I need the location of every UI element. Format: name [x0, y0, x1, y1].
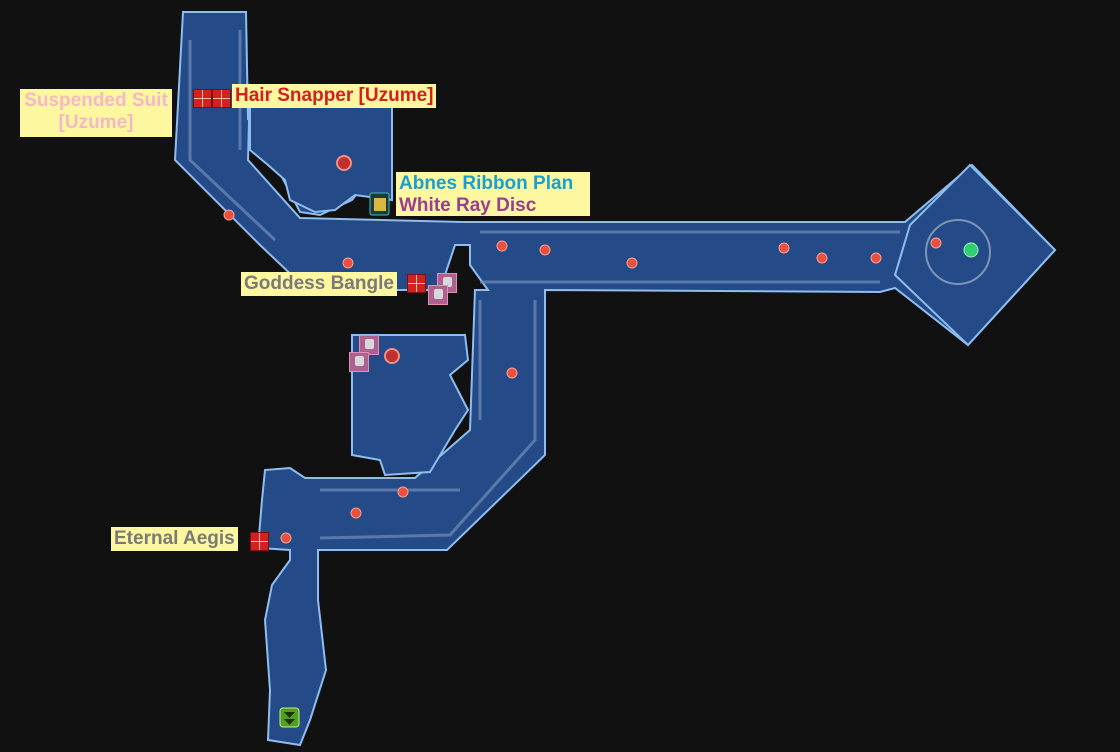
enemy-dots — [223, 209, 942, 544]
map-area-north-room — [249, 86, 393, 214]
save-circle — [925, 219, 991, 285]
boss-marker-icon[interactable] — [384, 348, 400, 364]
plan-icon[interactable] — [369, 192, 390, 216]
label-plan-and-disc: Abnes Ribbon Plan White Ray Disc — [396, 172, 590, 216]
treasure-chest-icon[interactable] — [212, 89, 231, 108]
map-area-central-room — [351, 334, 470, 477]
enemy-dot[interactable] — [397, 486, 409, 498]
enemy-dot[interactable] — [930, 237, 942, 249]
enemy-marker-icon[interactable] — [349, 352, 369, 372]
treasure-chest-icon[interactable] — [407, 274, 426, 293]
enemy-marker-icon[interactable] — [428, 285, 448, 305]
enemy-marker-icon[interactable] — [359, 335, 379, 355]
label-suspended-suit-name: Suspended Suit — [24, 90, 168, 111]
enemy-dot[interactable] — [223, 209, 235, 221]
label-goddess-bangle: Goddess Bangle — [241, 272, 397, 296]
enemy-dot[interactable] — [342, 257, 354, 269]
enemy-dot[interactable] — [350, 507, 362, 519]
label-suspended-suit: Suspended Suit [Uzume] — [20, 89, 172, 137]
boss-marker-icon[interactable] — [336, 155, 352, 171]
save-point-icon[interactable] — [963, 242, 979, 258]
exit-arrow-icon[interactable] — [279, 707, 300, 728]
enemy-dot[interactable] — [496, 240, 508, 252]
label-white-ray-disc: White Ray Disc — [399, 195, 537, 216]
label-hair-snapper: Hair Snapper [Uzume] — [232, 84, 437, 108]
label-abnes-ribbon-plan: Abnes Ribbon Plan — [399, 173, 574, 194]
enemy-dot[interactable] — [280, 532, 292, 544]
enemy-dot[interactable] — [626, 257, 638, 269]
enemy-dot[interactable] — [870, 252, 882, 264]
enemy-dot[interactable] — [506, 367, 518, 379]
label-eternal-aegis: Eternal Aegis — [111, 527, 238, 551]
label-suspended-suit-sub: [Uzume] — [58, 112, 134, 133]
enemy-dot[interactable] — [539, 244, 551, 256]
enemy-dot[interactable] — [778, 242, 790, 254]
treasure-chest-icon[interactable] — [193, 89, 212, 108]
enemy-dot[interactable] — [816, 252, 828, 264]
treasure-chest-icon[interactable] — [250, 532, 269, 551]
